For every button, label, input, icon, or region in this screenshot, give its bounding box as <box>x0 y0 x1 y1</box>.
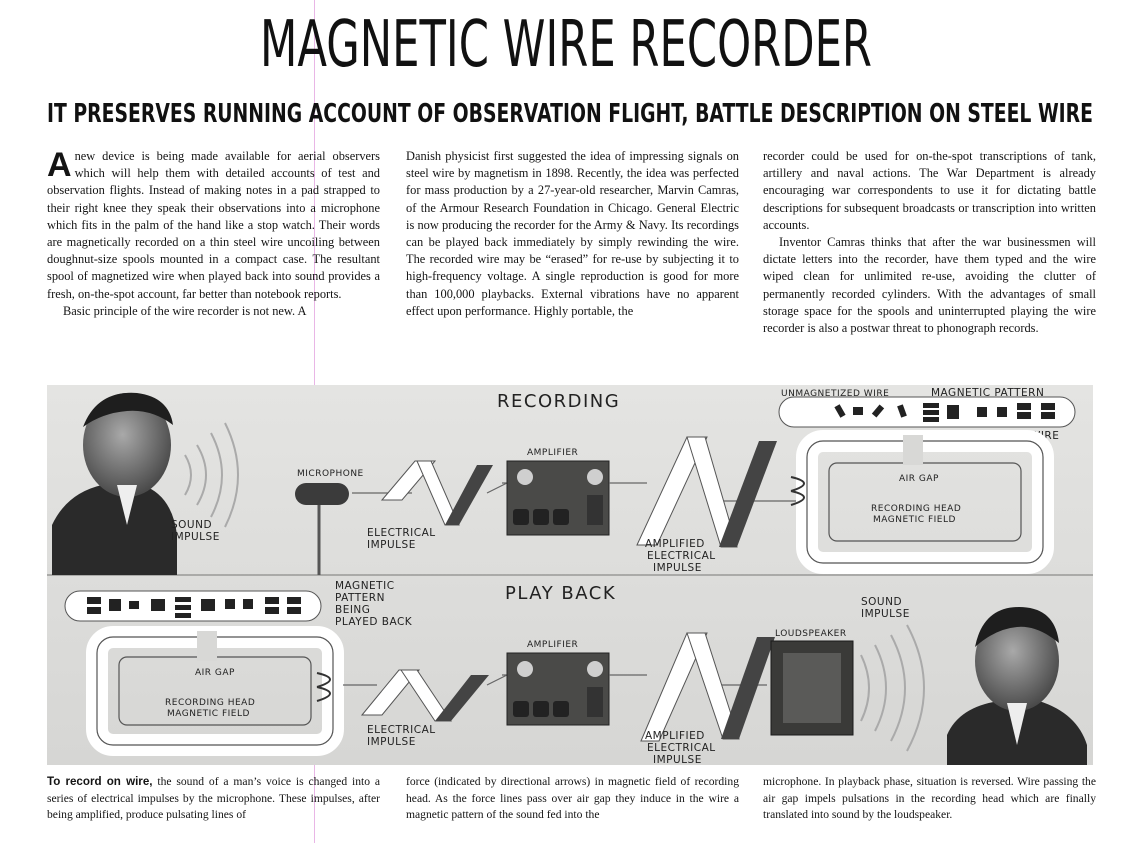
microphone-icon <box>295 483 349 575</box>
recording-wire <box>778 396 1076 428</box>
article-paragraph: Danish physicist first suggested the ide… <box>406 149 739 318</box>
magnetic-pattern-label: MAGNETIC PATTERN <box>931 387 1044 399</box>
sound-impulse-label: SOUND <box>171 519 212 531</box>
article-paragraph: recorder could be used for on-the-spot t… <box>763 149 1096 232</box>
page-subtitle-text: IT PRESERVES RUNNING ACCOUNT OF OBSERVAT… <box>47 99 1093 129</box>
amplifier-icon <box>506 460 610 536</box>
caption-text: the sound of a man’s voice is changed in… <box>47 775 380 821</box>
electrical-impulse-label: IMPULSE <box>367 539 416 551</box>
amplifier-icon <box>506 652 610 726</box>
electrical-impulse-label: ELECTRICAL <box>367 724 436 736</box>
electrical-impulse-wave <box>380 460 493 526</box>
caption-lead: To record on wire, <box>47 775 153 788</box>
amplifier-label: AMPLIFIER <box>527 640 578 650</box>
microphone-label: MICROPHONE <box>297 469 364 479</box>
air-gap-label: AIR GAP <box>195 668 235 678</box>
caption-column-2: force (indicated by directional arrows) … <box>406 775 739 821</box>
electrical-impulse-label: ELECTRICAL <box>367 527 436 539</box>
amplified-impulse-label: AMPLIFIED <box>645 538 705 550</box>
wire-recorder-diagram: SOUND IMPULSE RECORDING MICROPHONE ELECT… <box>47 385 1093 765</box>
page-title-text: MAGNETIC WIRE RECORDER <box>260 8 872 72</box>
unmagnetized-wire-label: UNMAGNETIZED WIRE <box>781 389 889 399</box>
amplified-impulse-label: IMPULSE <box>653 562 702 574</box>
loudspeaker-label: LOUDSPEAKER <box>775 629 847 639</box>
article-column-3: recorder could be used for on-the-spot t… <box>763 148 1096 337</box>
pattern-played-label: MAGNETIC <box>335 580 395 592</box>
sound-impulse-label: IMPULSE <box>861 608 910 620</box>
pattern-played-label: BEING <box>335 604 370 616</box>
head-field-label: RECORDING HEAD <box>871 504 961 514</box>
amplified-impulse-wave <box>636 436 777 548</box>
pattern-played-label: PLAYED BACK <box>335 616 413 628</box>
article-paragraph: Inventor Camras thinks that after the wa… <box>763 235 1096 336</box>
listener-man-photo <box>947 607 1087 765</box>
paragraph-text: new device is being made available for a… <box>47 149 380 301</box>
sound-waves-left <box>184 422 239 528</box>
loudspeaker-icon <box>770 640 854 736</box>
amplified-impulse-wave <box>640 632 775 742</box>
head-field-label: RECORDING HEAD <box>165 698 255 708</box>
electrical-impulse-label: IMPULSE <box>367 736 416 748</box>
amplifier-label: AMPLIFIER <box>527 448 578 458</box>
sound-impulse-label: SOUND <box>861 596 902 608</box>
page-title: MAGNETIC WIRE RECORDER <box>260 8 872 72</box>
recording-head-icon <box>790 430 1054 574</box>
air-gap-label: AIR GAP <box>899 474 939 484</box>
playback-wire <box>64 590 322 622</box>
playback-head-icon <box>86 626 344 756</box>
caption-column-1: To record on wire, the sound of a man’s … <box>47 774 380 824</box>
playback-heading: PLAY BACK <box>505 583 616 604</box>
amplified-impulse-label: ELECTRICAL <box>647 742 716 754</box>
signal-line <box>609 482 807 502</box>
amplified-impulse-label: IMPULSE <box>653 754 702 765</box>
caption-column-3: microphone. In playback phase, situation… <box>763 775 1096 821</box>
sound-impulse-label: IMPULSE <box>171 531 220 543</box>
amplified-impulse-label: AMPLIFIED <box>645 730 705 742</box>
electrical-impulse-wave <box>360 669 489 722</box>
head-field-label: MAGNETIC FIELD <box>873 515 956 525</box>
head-field-label: MAGNETIC FIELD <box>167 709 250 719</box>
recording-heading: RECORDING <box>497 391 620 412</box>
amplified-impulse-label: ELECTRICAL <box>647 550 716 562</box>
page-subtitle: IT PRESERVES RUNNING ACCOUNT OF OBSERVAT… <box>47 99 1093 129</box>
sound-waves-right <box>860 624 925 752</box>
article-paragraph: Basic principle of the wire recorder is … <box>63 303 307 318</box>
speaker-man-photo <box>52 392 177 575</box>
article-column-2: Danish physicist first suggested the ide… <box>406 148 739 320</box>
drop-cap: A <box>47 146 72 184</box>
pattern-played-label: PATTERN <box>335 592 385 604</box>
